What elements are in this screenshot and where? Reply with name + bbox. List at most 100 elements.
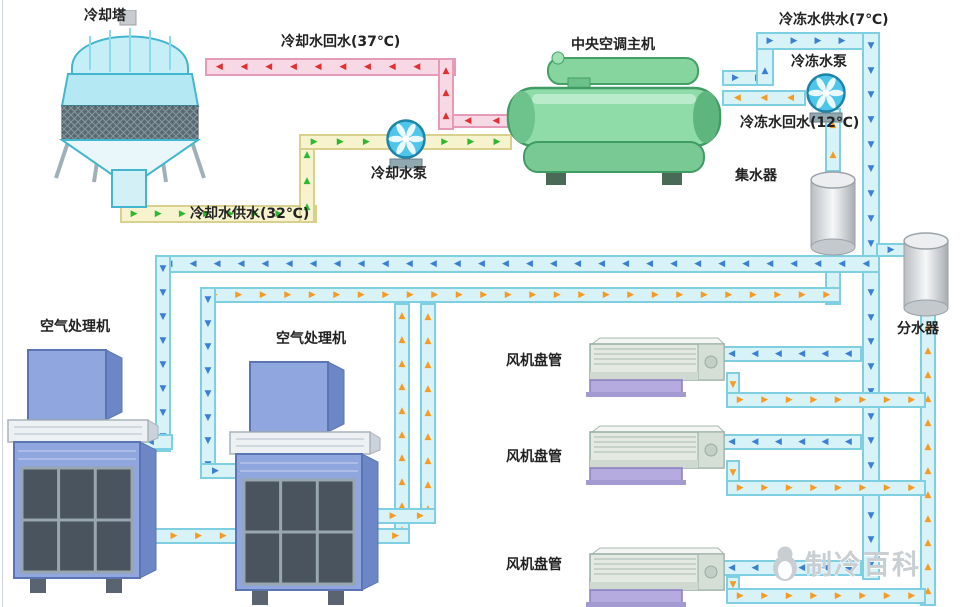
pipe-fcu2-return: ▶▶▶▶▶▶▶▶ [726, 480, 926, 496]
fcu-band [590, 372, 698, 380]
penguin-logo-icon [773, 546, 797, 581]
tank-top [810, 171, 856, 189]
label-cooling-water-return: 冷却水回水(37℃) [281, 34, 401, 50]
ahu-slab [229, 431, 371, 455]
watermark-text: 制冷百科 [805, 550, 921, 581]
chiller-top-cap [551, 51, 565, 65]
fan-coil-unit-2 [586, 425, 726, 485]
air-handling-unit-1 [7, 349, 159, 593]
fan-blades-icon [808, 77, 844, 109]
ahu-grid-lines [244, 480, 354, 584]
label-chilled-water-return: 冷冻水回水(12℃) [740, 115, 860, 131]
chiller-highlight [532, 94, 696, 104]
label-fcu-2: 风机盘管 [506, 449, 562, 465]
tower-outlet [111, 169, 147, 208]
pipe-return-main-horizontal: ▶▶▶▶▶▶▶▶▶▶▶▶▶▶▶▶▶▶▶▶▶▶▶▶▶▶ [200, 287, 841, 303]
ahu-body-lines [240, 462, 358, 472]
tower-fill-mesh-pattern [62, 106, 198, 140]
label-fcu-1: 风机盘管 [506, 353, 562, 369]
fcu-top [590, 547, 726, 555]
tower-dome-ribs [89, 28, 171, 72]
ahu-foot [30, 578, 46, 593]
tower-legs [54, 141, 206, 183]
tank-bottom [903, 299, 949, 317]
watermark: 制冷百科 [770, 543, 921, 582]
tank-bottom [810, 238, 856, 256]
cooling-tower [54, 10, 206, 208]
ahu-body-side [361, 453, 379, 591]
fcu-drain-tray [589, 379, 683, 394]
tank-top [903, 232, 949, 250]
pipe-cooling-return-vertical: ▲▲▲ [438, 58, 454, 130]
fan-blades-icon [388, 123, 424, 155]
ahu-plenum [249, 361, 329, 433]
label-chiller: 中央空调主机 [571, 37, 655, 53]
label-cooling-pump: 冷却水泵 [371, 166, 427, 182]
ahu-foot [252, 590, 268, 605]
fan-coil-unit-1 [586, 337, 726, 397]
collector-tank [810, 171, 856, 256]
pipe-cooling-supply-bottom: ▶▶▶▶▶▶▶▶ [120, 205, 317, 223]
ahu-slab-vents [14, 426, 142, 435]
fcu-tray-lip [586, 602, 686, 607]
fcu-drain-tray [589, 467, 683, 482]
chiller-foot-right [662, 170, 682, 185]
tank-body [903, 240, 949, 309]
pipe-supply-main-vertical: ▼▼▼▼▼▼▼▼▼▼▼▼▼▼▼▼▼▼▼▼▼▼ [862, 32, 880, 580]
pipe-fcu1-supply: ◀◀◀◀◀◀ [718, 346, 862, 362]
label-ahu-1: 空气处理机 [40, 319, 110, 335]
chiller-lower-cylinder [523, 141, 705, 173]
tower-chimney [119, 10, 137, 26]
fcu-end-cap [697, 431, 725, 469]
left-edge-line [2, 0, 3, 607]
pipe-cooling-return-horizontal: ◀◀◀◀◀◀◀◀◀◀ [205, 58, 456, 76]
label-distributor: 分水器 [897, 321, 939, 337]
fcu-louvers [594, 348, 696, 365]
ahu-slab-vents [236, 438, 364, 447]
pipe-return-main-vertical: ▲▲▲▲▲▲▲▲▲▲▲▲ [920, 313, 936, 606]
ahu-plenum [27, 349, 107, 421]
pipe-ahu2-supply-vertical: ▼▼▼▼▼▼▼▼ [200, 287, 216, 479]
ahu-slab-side [369, 431, 381, 455]
label-cooling-water-supply: 冷却水供水(32℃) [190, 206, 310, 222]
fcu-tray-lip [586, 392, 686, 397]
tank-body [810, 179, 856, 248]
chiller-foot-left [546, 170, 566, 185]
ahu-body-side [139, 441, 157, 579]
label-collector: 集水器 [735, 168, 777, 184]
chilled-water-pump [806, 73, 846, 123]
chiller-left-head [509, 91, 535, 143]
fcu-motor [704, 355, 718, 369]
fcu-motor [704, 565, 718, 579]
pipe-fcu3-return: ▶▶▶▶▶▶▶▶ [726, 588, 926, 604]
label-chilled-water-supply: 冷冻水供水(7℃) [779, 12, 889, 28]
pipe-chilled-return-in: ◀◀◀ [722, 90, 806, 106]
label-ahu-2: 空气处理机 [276, 331, 346, 347]
pipe-supply-main-horizontal: ◀◀◀◀◀◀◀◀◀◀◀◀◀◀◀◀◀◀◀◀◀◀◀◀◀◀◀◀◀◀ [155, 255, 880, 273]
pipe-ahu2-return-vertical: ▲▲▲▲▲▲▲▲▲ [420, 303, 436, 524]
pump-base [809, 112, 843, 123]
ahu-slab [7, 419, 149, 443]
fcu-tray-lip [586, 480, 686, 485]
pipe-cooling-supply-riser: ▲▲▲ [299, 140, 315, 223]
fan-coil-unit-3 [586, 547, 726, 607]
fcu-top [590, 337, 726, 345]
fcu-louvers [594, 436, 696, 453]
ahu-foot [106, 578, 122, 593]
pump-base [389, 158, 423, 169]
label-chilled-pump: 冷冻水泵 [791, 54, 847, 70]
pump-hub [822, 89, 830, 97]
fcu-band [590, 460, 698, 468]
ahu-body-lines [18, 450, 136, 460]
label-fcu-3: 风机盘管 [506, 557, 562, 573]
pipe-fcu1-return: ▶▶▶▶▶▶▶▶ [726, 392, 926, 408]
distributor-tank [903, 232, 949, 317]
air-handling-unit-2 [229, 361, 381, 605]
ahu-foot [328, 590, 344, 605]
fcu-drain-tray [589, 589, 683, 604]
cooling-water-pump [386, 119, 426, 169]
fcu-end-cap [697, 553, 725, 591]
label-cooling-tower: 冷却塔 [84, 8, 126, 24]
chiller-right-head [693, 91, 719, 143]
